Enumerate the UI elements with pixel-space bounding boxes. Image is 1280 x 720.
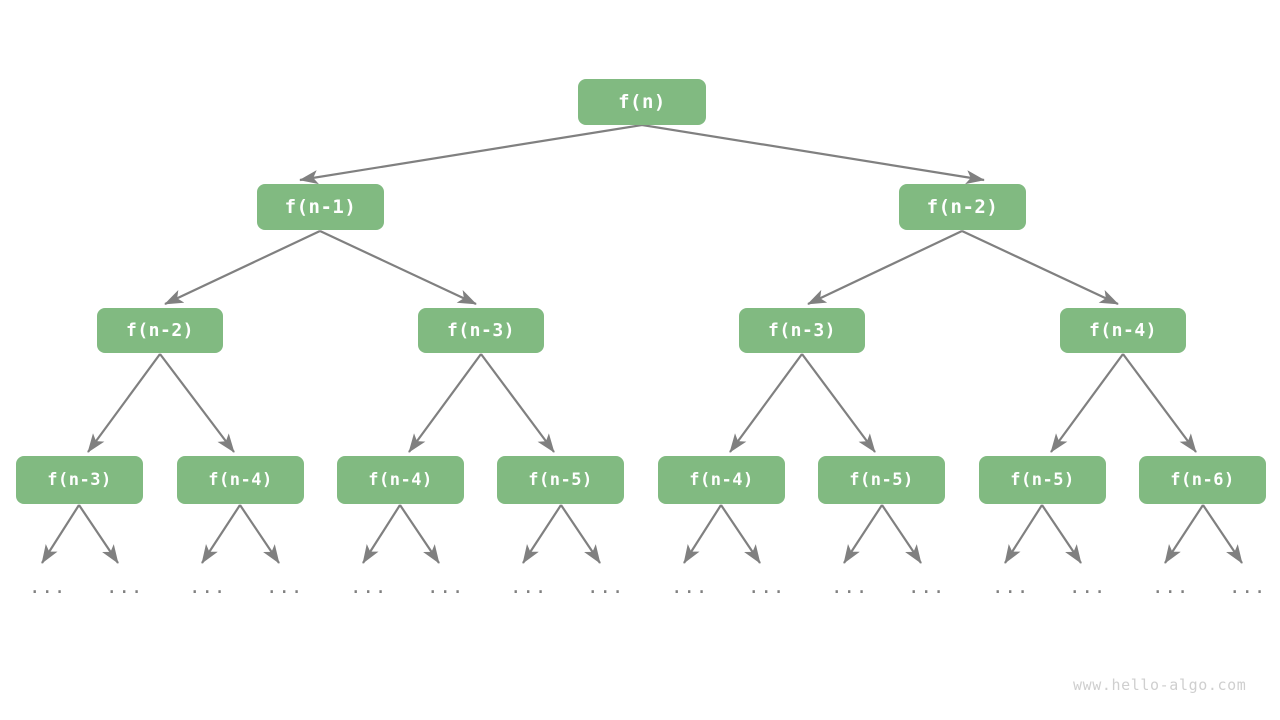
tree-node-n9[interactable]: f(n-4)	[337, 456, 464, 504]
edge-n5-to-n12	[801, 353, 876, 453]
edge-n5-to-n11	[729, 353, 803, 453]
tree-node-n6[interactable]: f(n-4)	[1060, 308, 1186, 353]
tree-node-n1[interactable]: f(n-1)	[257, 184, 384, 230]
edge-n4-to-n9	[408, 353, 482, 453]
tree-node-n13[interactable]: f(n-5)	[979, 456, 1106, 504]
edge-n0-to-n1	[299, 123, 643, 185]
leaf-edge-n8-3	[239, 504, 280, 564]
edge-n3-to-n8	[159, 353, 235, 453]
ellipsis-marker: ...	[29, 576, 67, 598]
leaf-edge-n10-7	[560, 504, 601, 564]
leaf-edge-n13-12	[1004, 504, 1043, 564]
ellipsis-marker: ...	[671, 576, 709, 598]
ellipsis-marker: ...	[1152, 576, 1190, 598]
ellipsis-marker: ...	[748, 576, 786, 598]
ellipsis-marker: ...	[427, 576, 465, 598]
edge-n0-to-n2	[641, 123, 985, 185]
leaf-edges	[41, 504, 1243, 564]
tree-node-n8[interactable]: f(n-4)	[177, 456, 304, 504]
ellipsis-marker: ...	[510, 576, 548, 598]
edge-n3-to-n7	[87, 353, 161, 453]
edge-n6-to-n13	[1050, 353, 1124, 453]
ellipsis-marker: ...	[1069, 576, 1107, 598]
tree-node-n11[interactable]: f(n-4)	[658, 456, 785, 504]
leaf-edge-n11-8	[683, 504, 722, 564]
tree-node-n12[interactable]: f(n-5)	[818, 456, 945, 504]
ellipsis-marker: ...	[106, 576, 144, 598]
leaf-edge-n10-6	[522, 504, 562, 564]
leaf-edge-n12-10	[843, 504, 883, 564]
edge-n1-to-n3	[164, 230, 321, 305]
edge-n2-to-n5	[807, 230, 963, 305]
leaf-edge-n12-11	[881, 504, 922, 564]
edge-n1-to-n4	[319, 230, 477, 305]
watermark: www.hello-algo.com	[1073, 676, 1247, 694]
leaf-edge-n13-13	[1041, 504, 1082, 564]
tree-node-n10[interactable]: f(n-5)	[497, 456, 624, 504]
ellipsis-marker: ...	[908, 576, 946, 598]
tree-node-n14[interactable]: f(n-6)	[1139, 456, 1266, 504]
ellipsis-marker: ...	[1229, 576, 1267, 598]
ellipsis-marker: ...	[266, 576, 304, 598]
leaf-edge-n14-14	[1164, 504, 1204, 564]
leaf-edge-n11-9	[720, 504, 761, 564]
tree-node-n5[interactable]: f(n-3)	[739, 308, 865, 353]
edge-n2-to-n6	[961, 230, 1119, 305]
leaf-edge-n14-15	[1202, 504, 1243, 564]
tree-node-n3[interactable]: f(n-2)	[97, 308, 223, 353]
leaf-edge-n9-4	[362, 504, 401, 564]
edge-n4-to-n10	[480, 353, 555, 453]
edge-n6-to-n14	[1122, 353, 1197, 453]
ellipsis-marker: ...	[992, 576, 1030, 598]
tree-node-n2[interactable]: f(n-2)	[899, 184, 1026, 230]
ellipsis-marker: ...	[831, 576, 869, 598]
ellipsis-marker: ...	[587, 576, 625, 598]
leaf-edge-n7-0	[41, 504, 80, 564]
leaf-edge-n9-5	[399, 504, 440, 564]
leaf-edge-n7-1	[78, 504, 119, 564]
tree-node-n0[interactable]: f(n)	[578, 79, 706, 125]
tree-node-n4[interactable]: f(n-3)	[418, 308, 544, 353]
leaf-edge-n8-2	[201, 504, 241, 564]
tree-edges	[87, 123, 1197, 453]
ellipsis-marker: ...	[189, 576, 227, 598]
tree-node-n7[interactable]: f(n-3)	[16, 456, 143, 504]
ellipsis-marker: ...	[350, 576, 388, 598]
